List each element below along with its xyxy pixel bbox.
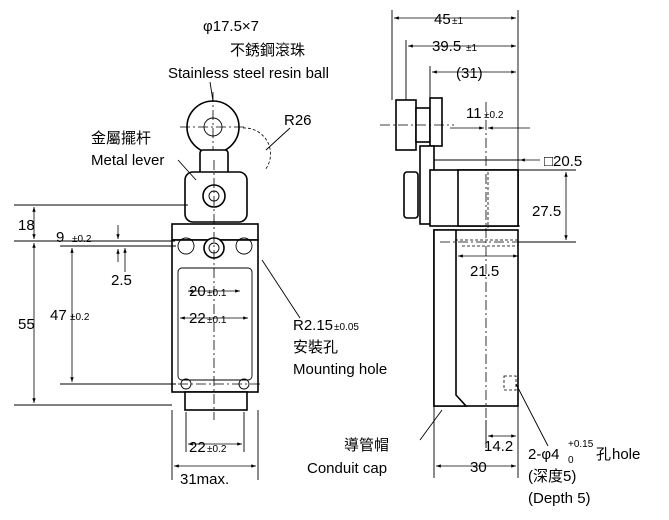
dim-21-5-label: 21.5 [470, 263, 499, 280]
dim-31max-label: 31max. [180, 471, 229, 488]
conduit-callout: 導管帽 Conduit cap [307, 437, 389, 477]
dim-39-5-tol: ±1 [466, 43, 477, 54]
metal-lever [184, 149, 248, 223]
radius-label: R26 [284, 112, 312, 129]
conduit-en-label: Conduit cap [307, 460, 387, 477]
dim-9-tol: ±0.2 [72, 234, 92, 245]
ball-size-label: φ17.5×7 [203, 18, 259, 35]
mounting-radius-label: R2.15 [293, 317, 333, 334]
ball-callout: φ17.5×7 不銹鋼滾珠 Stainless steel resin ball [168, 18, 329, 82]
hole-callout: 2-φ4 +0.15 0 孔 hole (深度5) (Depth 5) [528, 439, 640, 507]
switch-body [171, 223, 259, 411]
dim-20-label: 20 [189, 283, 206, 300]
hole-tol-upper: +0.15 [568, 439, 594, 450]
mounting-en-label: Mounting hole [293, 361, 387, 378]
dim-31-label: (31) [456, 65, 483, 82]
hole-depth-cn: (深度5) [528, 468, 576, 485]
dim-2-5-label: 2.5 [111, 272, 132, 289]
side-view: 45 ±1 39.5 ±1 (31) 11 ±0.2 □20.5 27.5 21… [380, 10, 582, 478]
dim-45-label: 45 [434, 11, 451, 28]
side-body [429, 169, 520, 407]
dim-55-label: 55 [18, 316, 35, 333]
dim-30-label: 30 [470, 459, 487, 476]
hole-tol-lower: 0 [568, 455, 574, 466]
dim-20-tol: ±0.1 [207, 288, 227, 299]
lever-swing-arc [242, 127, 271, 171]
dim-22-bottom-label: 22 [189, 439, 206, 456]
dim-20-5-label: □20.5 [544, 153, 582, 170]
hole-en-suffix: hole [612, 446, 640, 463]
hole-cn-suffix: 孔 [596, 446, 611, 463]
dim-11-label: 11 [466, 105, 482, 122]
mounting-hole-callout: R2.15 ±0.05 安裝孔 Mounting hole [293, 317, 387, 378]
dim-18-label: 18 [18, 217, 35, 234]
mounting-radius-tol: ±0.05 [334, 322, 359, 333]
dim-22-inner-label: 22 [189, 310, 206, 327]
conduit-cn-label: 導管帽 [344, 437, 389, 454]
dim-47-tol: ±0.2 [70, 312, 90, 323]
lever-callout: 金屬擺杆 Metal lever [91, 130, 164, 169]
front-view: 18 9 ±0.2 2.5 55 47 ±0.2 20 ±0.1 22 ±0.1… [14, 81, 301, 488]
dim-39-5-label: 39.5 [432, 38, 461, 55]
lever-en-label: Metal lever [91, 152, 164, 169]
mounting-cn-label: 安裝孔 [293, 339, 338, 356]
dim-47-label: 47 [50, 307, 67, 324]
hole-depth-en: (Depth 5) [528, 490, 591, 507]
ball-en-label: Stainless steel resin ball [168, 65, 329, 82]
hole-spec-label: 2-φ4 [528, 446, 559, 463]
ball-cn-label: 不銹鋼滾珠 [230, 42, 305, 59]
dim-22-inner-tol: ±0.1 [207, 315, 227, 326]
dim-27-5-label: 27.5 [532, 203, 561, 220]
dim-22-bottom-tol: ±0.2 [207, 444, 227, 455]
lever-cn-label: 金屬擺杆 [91, 130, 151, 147]
dim-45-tol: ±1 [452, 16, 463, 27]
dim-14-2-label: 14.2 [484, 438, 513, 455]
dim-9-label: 9 [56, 229, 64, 246]
dim-11-tol: ±0.2 [484, 110, 504, 121]
